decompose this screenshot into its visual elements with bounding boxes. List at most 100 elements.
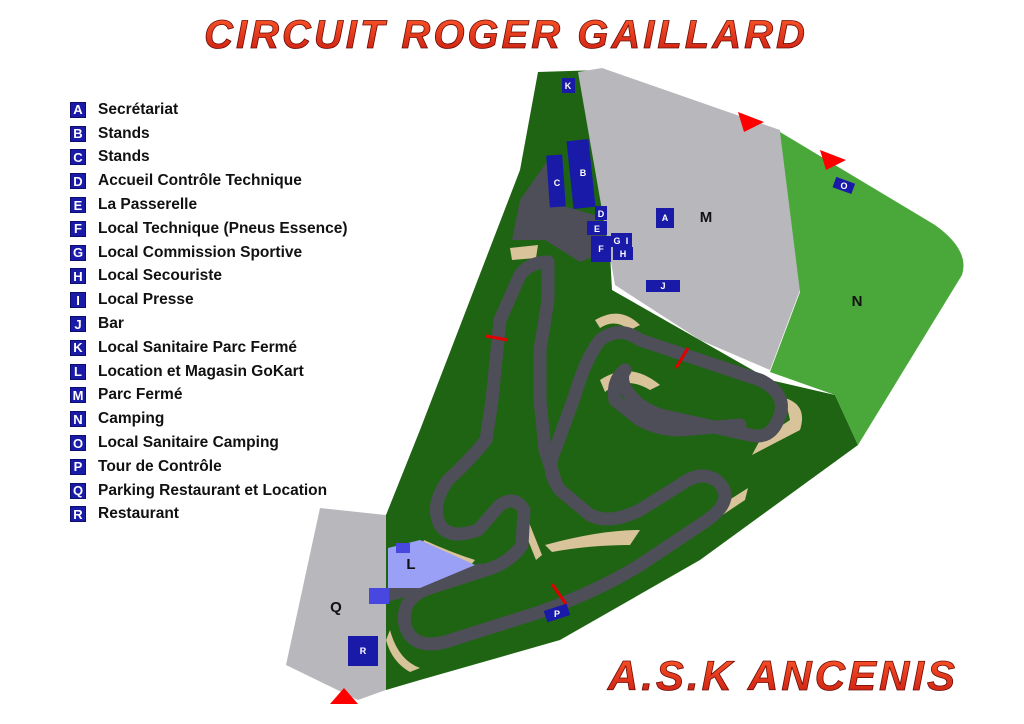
legend-key: Q (70, 482, 86, 499)
zone-m-parc-ferme (578, 68, 800, 370)
legend-key: G (70, 244, 86, 261)
karting-track (381, 255, 788, 651)
legend-item: G Local Commission Sportive (70, 241, 348, 265)
building-f (591, 236, 611, 262)
building-o-label: O (840, 181, 847, 191)
building-p (543, 603, 571, 623)
building-e (587, 221, 607, 235)
zone-n-camping (770, 132, 964, 445)
building-j (646, 280, 680, 292)
location-entrance (369, 588, 389, 604)
legend-item: J Bar (70, 312, 348, 336)
legend-key: K (70, 339, 86, 356)
legend-item: P Tour de Contrôle (70, 455, 348, 479)
legend-key: I (70, 292, 86, 309)
legend-label: Stands (98, 148, 150, 166)
building-d (595, 206, 607, 220)
legend-label: Accueil Contrôle Technique (98, 172, 302, 190)
legend-label: Location et Magasin GoKart (98, 362, 304, 380)
building-k-label: K (565, 81, 572, 91)
building-a-label: A (662, 213, 669, 223)
legend-item: E La Passerelle (70, 193, 348, 217)
building-f-label: F (598, 244, 604, 254)
legend-label: Parking Restaurant et Location (98, 481, 328, 499)
legend-label: Bar (98, 315, 124, 333)
legend-item: M Parc Fermé (70, 384, 348, 408)
building-a (656, 208, 674, 228)
legend-key: N (70, 411, 86, 428)
legend-label: Local Sanitaire Parc Fermé (98, 338, 298, 356)
building-g (611, 233, 623, 247)
building-b-label: B (580, 168, 587, 178)
legend-label: Local Technique (Pneus Essence) (98, 219, 348, 237)
legend-item: L Location et Magasin GoKart (70, 360, 348, 384)
building-d-label: D (598, 209, 605, 219)
building-r (348, 636, 378, 666)
legend-key: M (70, 387, 86, 404)
zone-q-label: Q (330, 599, 342, 616)
legend-label: Local Commission Sportive (98, 243, 303, 261)
legend-key: A (70, 101, 86, 118)
legend-key: D (70, 173, 86, 190)
location-annex (396, 543, 410, 553)
legend-label: Local Secouriste (98, 267, 223, 285)
legend-label: Secrétariat (98, 100, 179, 118)
legend-label: Parc Fermé (98, 386, 183, 404)
zone-l-label: L (406, 556, 415, 573)
legend-label: Camping (98, 410, 165, 428)
legend-item: Q Parking Restaurant et Location (70, 479, 348, 503)
building-h (613, 247, 633, 260)
legend-item: H Local Secouriste (70, 265, 348, 289)
timing-lines (485, 334, 690, 605)
building-j-label: J (660, 281, 665, 291)
map-title: CIRCUIT ROGER GAILLARD (204, 13, 808, 57)
building-c-label: C (554, 178, 561, 188)
service-road (512, 160, 610, 262)
legend-key: R (70, 506, 86, 523)
zone-m-label: M (700, 209, 713, 226)
zone-n-label: N (852, 293, 863, 310)
legend-key: E (70, 197, 86, 214)
legend-key: J (70, 316, 86, 333)
legend-key: B (70, 125, 86, 142)
legend-key: C (70, 149, 86, 166)
arrow-icon (820, 150, 846, 170)
building-p-label: P (554, 609, 560, 619)
legend-item: F Local Technique (Pneus Essence) (70, 217, 348, 241)
legend-item: B Stands (70, 122, 348, 146)
legend-label: Local Sanitaire Camping (98, 434, 279, 452)
legend-label: Local Presse (98, 291, 194, 309)
arrow-icon (330, 688, 358, 704)
legend-item: I Local Presse (70, 288, 348, 312)
club-name: A.S.K ANCENIS (607, 652, 958, 699)
legend-key: L (70, 363, 86, 380)
legend-item: A Secrétariat (70, 98, 348, 122)
arrow-icon (738, 112, 764, 132)
building-i (623, 233, 632, 247)
legend-label: Restaurant (98, 505, 179, 523)
building-r-label: R (360, 646, 367, 656)
building-h-label: H (620, 249, 627, 259)
legend-item: D Accueil Contrôle Technique (70, 169, 348, 193)
building-g-label: G (613, 236, 620, 246)
building-k (562, 78, 575, 93)
legend-item: C Stands (70, 146, 348, 170)
buildings: B C D E F G I H A J K O P R (348, 78, 856, 666)
legend-label: La Passerelle (98, 196, 198, 214)
legend-key: F (70, 220, 86, 237)
building-i-label: I (626, 236, 629, 246)
entry-arrows (330, 112, 846, 704)
legend-key: H (70, 268, 86, 285)
legend-item: N Camping (70, 407, 348, 431)
building-o (832, 176, 856, 195)
legend-label: Tour de Contrôle (98, 457, 222, 475)
legend-key: P (70, 458, 86, 475)
legend-label: Stands (98, 124, 150, 142)
building-c (546, 154, 566, 208)
building-e-label: E (594, 224, 600, 234)
building-b (566, 139, 596, 209)
legend-item: K Local Sanitaire Parc Fermé (70, 336, 348, 360)
